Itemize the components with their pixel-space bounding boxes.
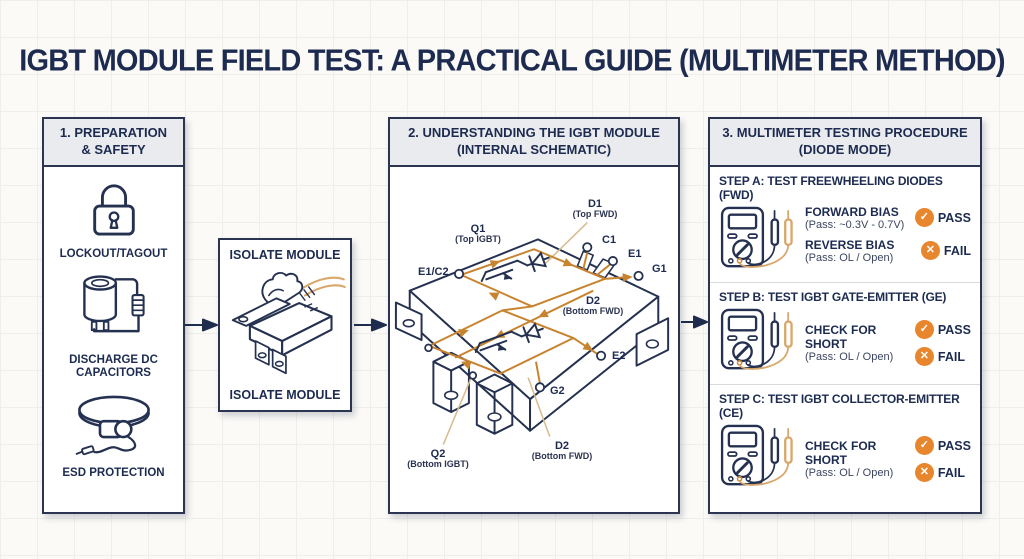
panel3-header-line2: (DIODE MODE) bbox=[798, 141, 892, 157]
badge-label: PASS bbox=[937, 438, 971, 453]
step-c-title: STEP C: TEST IGBT COLLECTOR-EMITTER (CE) bbox=[719, 391, 960, 420]
flow-right-arrow-icon bbox=[184, 315, 218, 340]
page-title: IGBT MODULE FIELD TEST: A PRACTICAL GUID… bbox=[19, 44, 1005, 79]
isolate-module-title: ISOLATE MODULE bbox=[229, 248, 341, 262]
panel1-header: 1. PREPARATION & SAFETY bbox=[44, 119, 183, 167]
label-e2: E2 bbox=[612, 349, 626, 362]
flow-right-arrow-icon bbox=[680, 312, 708, 337]
panel-multimeter-testing: 3. MULTIMETER TESTING PROCEDURE (DIODE M… bbox=[708, 117, 982, 514]
isolate-module-box: ISOLATE MODULE ISOLATE MODULE bbox=[218, 238, 352, 412]
test-name: FORWARD BIAS bbox=[805, 204, 899, 219]
check-icon: ✓ bbox=[914, 208, 934, 228]
panel1-header-line2: & SAFETY bbox=[81, 141, 146, 157]
test-reverse-bias: REVERSE BIAS (Pass: OL / Open) ✕ FAIL bbox=[805, 238, 971, 264]
fail-badge: ✕ FAIL bbox=[914, 347, 971, 367]
multimeter-icon bbox=[719, 205, 799, 278]
panel3-body: STEP A: TEST FREEWHEELING DIODES (FWD) bbox=[710, 167, 980, 500]
safety-item-label: DISCHARGE DC CAPACITORS bbox=[69, 353, 158, 380]
badge-label: PASS bbox=[937, 322, 971, 337]
step-a-section: STEP A: TEST FREEWHEELING DIODES (FWD) bbox=[710, 167, 980, 282]
panel2-header-line2: (INTERNAL SCHEMATIC) bbox=[456, 141, 612, 157]
label-q1: Q1(Top IGBT) bbox=[455, 222, 501, 244]
label-d1: D1(Top FWD) bbox=[572, 197, 618, 219]
step-a-title: STEP A: TEST FREEWHEELING DIODES (FWD) bbox=[719, 173, 943, 202]
badge-label: FAIL bbox=[937, 349, 965, 364]
test-name: REVERSE BIAS bbox=[805, 237, 895, 252]
padlock-icon bbox=[86, 179, 142, 244]
test-criteria: (Pass: OL / Open) bbox=[805, 251, 894, 264]
step-b-title: STEP B: TEST IGBT GATE-EMITTER (GE) bbox=[719, 289, 947, 304]
fail-badge: ✕ FAIL bbox=[920, 241, 971, 261]
label-d2-bot: D2(Bottom FWD) bbox=[531, 439, 593, 461]
label-g2: G2 bbox=[550, 384, 565, 397]
panel3-header-line1: 3. MULTIMETER TESTING PROCEDURE bbox=[722, 125, 968, 140]
badge-label: PASS bbox=[937, 210, 971, 225]
test-criteria: (Pass: ~0.3V - 0.7V) bbox=[805, 218, 905, 231]
isolate-module-illustration bbox=[223, 267, 347, 384]
badge-label: FAIL bbox=[943, 243, 971, 258]
safety-item-esd: ESD PROTECTION bbox=[55, 390, 173, 481]
panel-igbt-module-schematic: 2. UNDERSTANDING THE IGBT MODULE (INTERN… bbox=[388, 117, 680, 514]
multimeter-icon bbox=[719, 307, 799, 380]
capacitor-discharge-icon bbox=[75, 271, 153, 350]
pass-badge: ✓ PASS bbox=[914, 436, 971, 456]
safety-item-label: LOCKOUT/TAGOUT bbox=[59, 247, 168, 260]
esd-wrist-strap-icon bbox=[71, 390, 157, 463]
test-forward-bias: FORWARD BIAS (Pass: ~0.3V - 0.7V) ✓ PASS bbox=[805, 205, 971, 231]
badge-label: FAIL bbox=[937, 465, 965, 480]
label-q2: Q2(Bottom IGBT) bbox=[407, 447, 469, 469]
label-g1: G1 bbox=[652, 262, 667, 275]
test-name: CHECK FOR SHORT bbox=[805, 439, 877, 468]
panel1-body: LOCKOUT/TAGOUT bbox=[44, 167, 183, 490]
isolate-module-caption: ISOLATE MODULE bbox=[229, 388, 341, 402]
fail-badge: ✕ FAIL bbox=[914, 463, 971, 483]
panel1-header-line1: 1. PREPARATION bbox=[59, 125, 168, 140]
igbt-module-schematic-svg bbox=[394, 221, 670, 445]
multimeter-icon bbox=[719, 423, 799, 496]
label-d2-mid: D2(Bottom FWD) bbox=[562, 294, 624, 316]
panel-preparation-safety: 1. PREPARATION & SAFETY LOCKOUT/TAGOUT bbox=[42, 117, 185, 514]
check-icon: ✓ bbox=[914, 436, 934, 456]
test-name: CHECK FOR SHORT bbox=[805, 323, 877, 352]
flow-right-arrow-icon bbox=[353, 315, 387, 340]
igbt-module-drawing: D1(Top FWD) Q1(Top IGBT) C1 E1 G1 E1/C2 … bbox=[390, 167, 678, 512]
pass-badge: ✓ PASS bbox=[914, 208, 971, 228]
test-criteria: (Pass: OL / Open) bbox=[805, 467, 894, 480]
panel2-header: 2. UNDERSTANDING THE IGBT MODULE (INTERN… bbox=[390, 119, 678, 167]
test-criteria: (Pass: OL / Open) bbox=[805, 351, 894, 364]
label-c1: C1 bbox=[602, 233, 617, 246]
x-icon: ✕ bbox=[920, 241, 940, 261]
safety-item-label: ESD PROTECTION bbox=[62, 467, 165, 480]
check-icon: ✓ bbox=[914, 320, 934, 340]
label-e1c2: E1/C2 bbox=[418, 265, 449, 278]
step-b-section: STEP B: TEST IGBT GATE-EMITTER (GE) bbox=[710, 281, 980, 384]
panel2-header-line1: 2. UNDERSTANDING THE IGBT MODULE bbox=[408, 125, 660, 140]
step-c-section: STEP C: TEST IGBT COLLECTOR-EMITTER (CE) bbox=[710, 383, 980, 500]
safety-item-discharge: DISCHARGE DC CAPACITORS bbox=[55, 271, 173, 382]
x-icon: ✕ bbox=[914, 347, 934, 367]
pass-badge: ✓ PASS bbox=[914, 320, 971, 340]
panel3-header: 3. MULTIMETER TESTING PROCEDURE (DIODE M… bbox=[710, 119, 980, 167]
label-e1: E1 bbox=[628, 247, 642, 260]
safety-item-lockout: LOCKOUT/TAGOUT bbox=[55, 179, 173, 262]
x-icon: ✕ bbox=[914, 463, 934, 483]
